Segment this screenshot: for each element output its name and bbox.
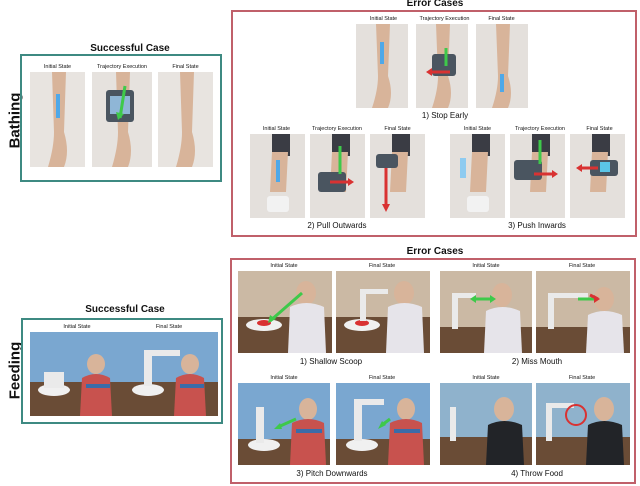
feeding-error1-caption: 1) Shallow Scoop bbox=[299, 357, 363, 366]
bathing-error3-label-3: Final State bbox=[586, 126, 613, 132]
bathing-error3-photo-1 bbox=[450, 134, 505, 218]
feeding-error2-label-1: Initial State bbox=[472, 263, 500, 269]
feeding-error1-label-2: Final State bbox=[368, 263, 396, 269]
bathing-error3-caption: 3) Push Inwards bbox=[508, 221, 566, 230]
bathing-error1-photo-3 bbox=[476, 24, 528, 108]
feeding-success-photo-2 bbox=[124, 332, 218, 416]
feeding-success-title: Successful Case bbox=[85, 304, 165, 315]
feeding-error1-photo-2 bbox=[336, 271, 430, 353]
feeding-error3-photo-2 bbox=[336, 383, 430, 465]
bathing-success-photo-2 bbox=[92, 72, 152, 167]
feeding-error3-label-2: Final State bbox=[368, 375, 396, 381]
bathing-error2-photo-3 bbox=[370, 134, 425, 218]
feeding-success-photo-1 bbox=[30, 332, 124, 416]
feeding-error2-caption: 2) Miss Mouth bbox=[511, 357, 563, 366]
bathing-error2-label-1: Initial State bbox=[262, 126, 291, 132]
feeding-error2-photo-2 bbox=[536, 271, 630, 353]
bathing-error3-photo-3 bbox=[570, 134, 625, 218]
feeding-error3-caption: 3) Pitch Downwards bbox=[296, 469, 368, 478]
bathing-success-label-1: Initial State bbox=[43, 64, 72, 70]
bathing-error2-photo-1 bbox=[250, 134, 305, 218]
bathing-error2-label-3: Final State bbox=[384, 126, 411, 132]
bathing-success-photo-3 bbox=[158, 72, 213, 167]
bathing-errors-title: Error Cases bbox=[406, 0, 464, 9]
bathing-error1-label-1: Initial State bbox=[369, 16, 398, 22]
feeding-error1-label-1: Initial State bbox=[270, 263, 298, 269]
bathing-error1-caption: 1) Stop Early bbox=[421, 111, 469, 120]
bathing-error3-label-1: Initial State bbox=[463, 126, 492, 132]
bathing-success-label-2: Trajectory Execution bbox=[97, 64, 147, 70]
bathing-success-photo-1 bbox=[30, 72, 85, 167]
feeding-error2-label-2: Final State bbox=[568, 263, 596, 269]
feeding-error4-label-2: Final State bbox=[568, 375, 596, 381]
bathing-success-title: Successful Case bbox=[90, 43, 170, 54]
feeding-errors-title: Error Cases bbox=[406, 246, 464, 257]
bathing-error3-label-2: Trajectory Execution bbox=[515, 126, 565, 132]
bathing-errors-box bbox=[231, 10, 637, 237]
feeding-success-box bbox=[21, 318, 223, 424]
feeding-error3-label-1: Initial State bbox=[270, 375, 298, 381]
bathing-success-box bbox=[20, 54, 222, 182]
feeding-error4-caption: 4) Throw Food bbox=[511, 469, 563, 478]
bathing-error1-photo-2 bbox=[416, 24, 468, 108]
bathing-success-label-3: Final State bbox=[172, 64, 199, 70]
feeding-error4-photo-2 bbox=[536, 383, 630, 465]
bathing-error2-label-2: Trajectory Execution bbox=[312, 126, 362, 132]
bathing-error1-photo-1 bbox=[356, 24, 408, 108]
feeding-error1-photo-1 bbox=[238, 271, 332, 353]
feeding-error4-photo-1 bbox=[440, 383, 532, 465]
feeding-error3-photo-1 bbox=[238, 383, 330, 465]
feeding-success-label-1: Initial State bbox=[63, 324, 91, 330]
feeding-success-label-2: Final State bbox=[155, 324, 183, 330]
bathing-error2-photo-2 bbox=[310, 134, 365, 218]
bathing-error2-caption: 2) Pull Outwards bbox=[307, 221, 367, 230]
bathing-error1-label-3: Final State bbox=[488, 16, 515, 22]
feeding-error2-photo-1 bbox=[440, 271, 532, 353]
bathing-error3-photo-2 bbox=[510, 134, 565, 218]
bathing-error1-label-2: Trajectory Execution bbox=[419, 16, 470, 22]
feeding-error4-label-1: Initial State bbox=[472, 375, 500, 381]
feeding-errors-box bbox=[230, 258, 636, 484]
